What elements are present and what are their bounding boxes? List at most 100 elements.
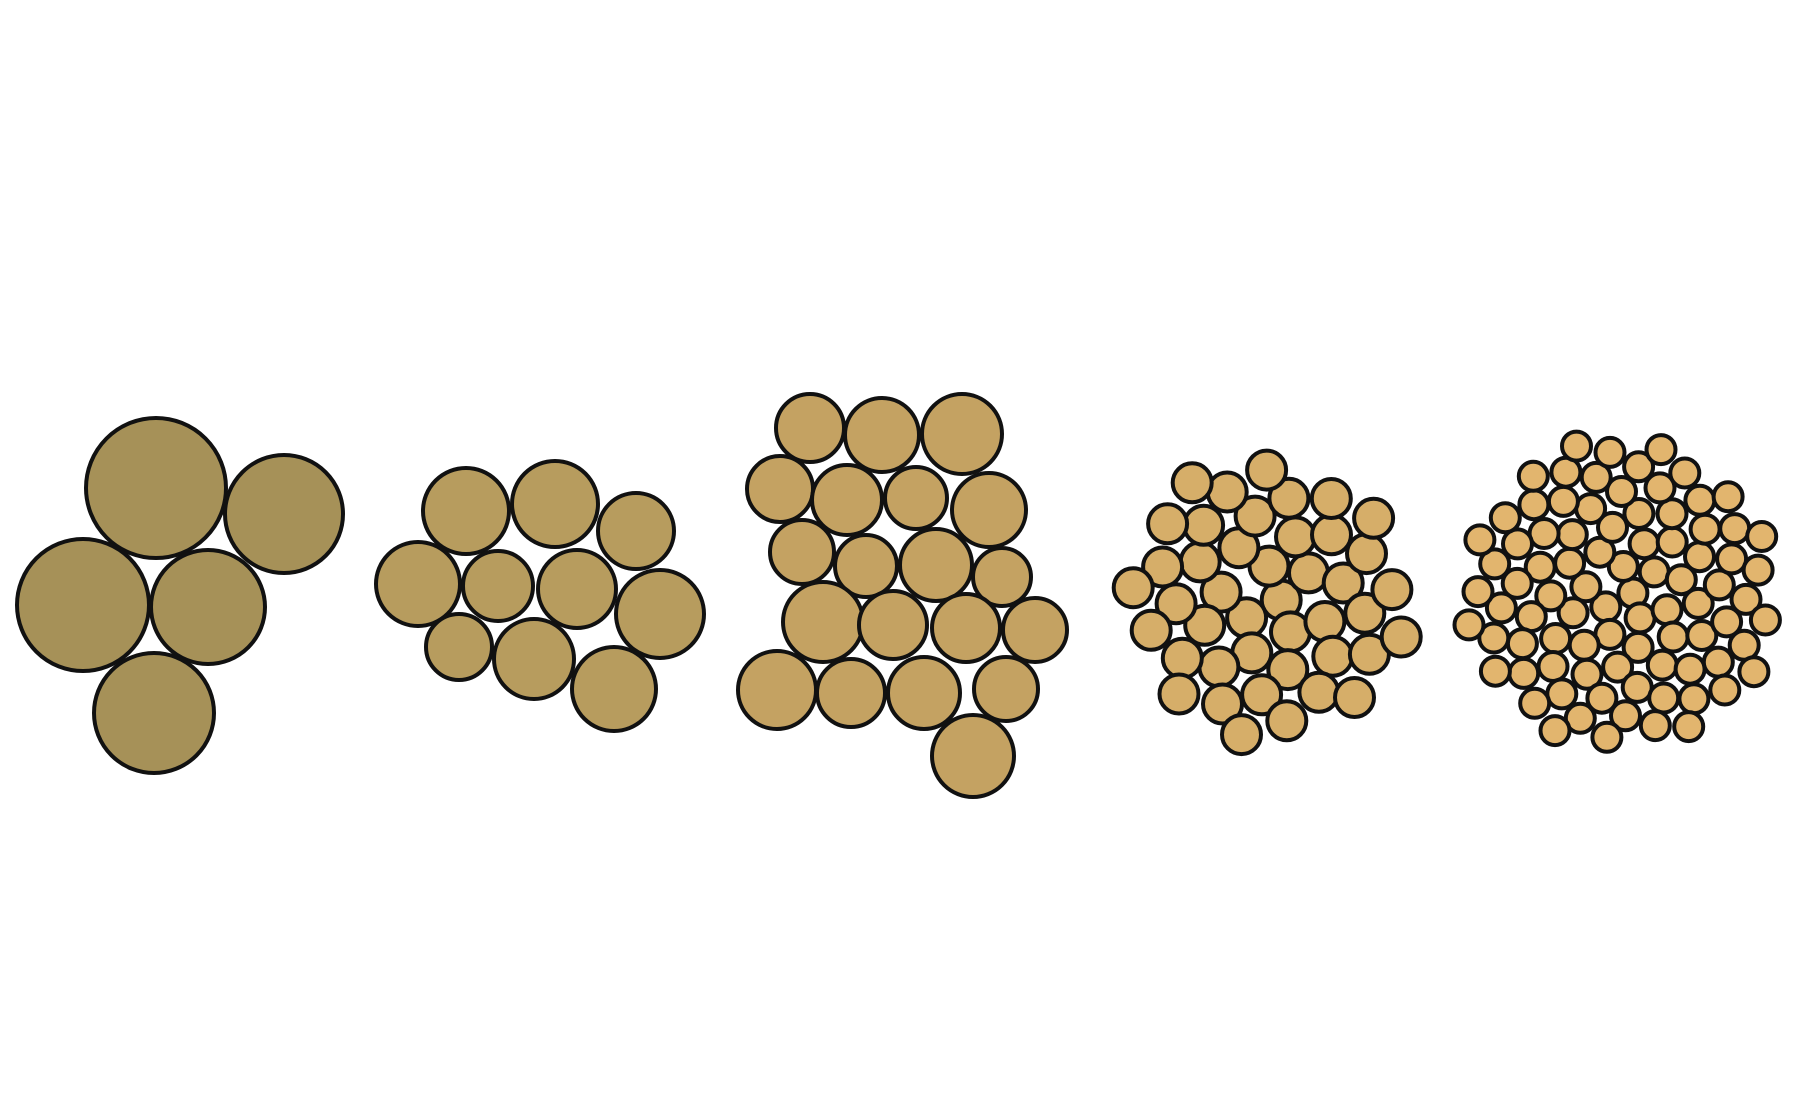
cluster-2 <box>374 459 706 733</box>
cluster-5-circle-71 <box>1593 435 1627 469</box>
cluster-2-circle-2 <box>510 459 600 549</box>
cluster-4-circle-35 <box>1370 568 1414 612</box>
cluster-5-circle-5 <box>1569 570 1603 604</box>
cluster-3-circle-20 <box>930 713 1016 799</box>
cluster-5-circle-79 <box>1644 433 1678 467</box>
cluster-5-circle-83 <box>1538 714 1572 748</box>
cluster-2-circle-10 <box>570 645 658 733</box>
cluster-4-circle-36 <box>1157 672 1201 716</box>
cluster-4-circle-13 <box>1178 540 1222 584</box>
cluster-5-circle-77 <box>1748 603 1782 637</box>
cluster-2-circle-6 <box>536 548 618 630</box>
cluster-5-circle-27 <box>1683 540 1716 574</box>
cluster-1-circle-1 <box>84 416 228 560</box>
cluster-2-circle-9 <box>492 617 576 701</box>
cluster-4-circle-11 <box>1274 515 1317 559</box>
cluster-5 <box>1452 429 1782 754</box>
cluster-5-circle-75 <box>1590 720 1624 754</box>
cluster-5-circle-68 <box>1488 501 1522 535</box>
cluster-4-circle-18 <box>1154 582 1198 626</box>
cluster-5-circle-43 <box>1710 605 1744 639</box>
cluster-4-circle-40 <box>1352 496 1396 540</box>
cluster-5-circle-20 <box>1601 650 1635 684</box>
cluster-3-circle-14 <box>930 592 1002 664</box>
cluster-4-circle-16 <box>1233 494 1277 538</box>
cluster-5-circle-35 <box>1702 568 1736 602</box>
cluster-5-circle-54 <box>1609 699 1642 733</box>
cluster-5-circle-10 <box>1556 596 1590 630</box>
cluster-4-circle-17 <box>1311 634 1355 678</box>
cluster-4-circle-12 <box>1266 648 1310 692</box>
cluster-5-circle-30 <box>1685 619 1719 652</box>
cluster-5-circle-16 <box>1596 510 1629 544</box>
cluster-5-circle-81 <box>1463 523 1497 557</box>
cluster-5-circle-74 <box>1711 480 1745 514</box>
cluster-5-circle-40 <box>1688 512 1722 546</box>
cluster-5-circle-59 <box>1677 682 1711 716</box>
cluster-4-circle-25 <box>1297 670 1341 714</box>
cluster-5-circle-73 <box>1461 575 1495 609</box>
cluster-5-circle-15 <box>1567 628 1601 662</box>
cluster-4-circle-37 <box>1245 448 1289 492</box>
cluster-5-circle-69 <box>1741 553 1775 587</box>
cluster-5-circle-3 <box>1606 550 1640 583</box>
cluster-4-circle-41 <box>1220 713 1263 757</box>
cluster-3-circle-15 <box>1001 596 1069 664</box>
cluster-5-circle-42 <box>1546 484 1580 518</box>
cluster-3-circle-6 <box>883 465 949 531</box>
cluster-4-circle-26 <box>1141 545 1185 589</box>
cluster-3-circle-12 <box>781 580 865 664</box>
cluster-5-circle-78 <box>1478 654 1512 688</box>
cluster-4-circle-42 <box>1170 461 1214 505</box>
cluster-3-circle-8 <box>768 518 836 586</box>
cluster-5-circle-18 <box>1534 579 1568 613</box>
cluster-5-circle-11 <box>1627 527 1661 561</box>
cluster-5-circle-67 <box>1638 709 1672 743</box>
cluster-5-circle-13 <box>1553 546 1587 580</box>
cluster-2-circle-8 <box>424 612 494 682</box>
cluster-4-circle-32 <box>1309 477 1353 520</box>
cluster-5-circle-21 <box>1555 518 1589 552</box>
cluster-3-circle-18 <box>886 655 962 731</box>
cluster-5-circle-22 <box>1681 586 1715 620</box>
cluster-5-circle-24 <box>1622 497 1656 530</box>
cluster-5-circle-6 <box>1637 555 1671 589</box>
cluster-5-circle-58 <box>1622 450 1656 484</box>
cluster-5-circle-17 <box>1656 620 1690 654</box>
cluster-3 <box>736 392 1069 799</box>
cluster-5-circle-72 <box>1708 673 1742 707</box>
cluster-5-circle-45 <box>1643 471 1677 505</box>
cluster-5-circle-26 <box>1523 550 1557 584</box>
cluster-3-circle-7 <box>950 471 1028 549</box>
cluster-1-circle-5 <box>92 651 216 775</box>
cluster-5-circle-84 <box>1560 429 1593 463</box>
cluster-5-circle-85 <box>1737 655 1771 689</box>
cluster-5-circle-14 <box>1664 563 1698 597</box>
cluster-4-circle-34 <box>1146 502 1190 546</box>
cluster-2-circle-1 <box>421 466 511 556</box>
cluster-4-circle-28 <box>1201 682 1244 726</box>
cluster-5-circle-65 <box>1477 621 1511 655</box>
cluster-5-circle-55 <box>1517 488 1551 522</box>
cluster-4-circle-19 <box>1310 513 1353 557</box>
cluster-5-circle-23 <box>1539 622 1573 655</box>
cluster-5-circle-82 <box>1745 520 1779 553</box>
cluster-5-circle-29 <box>1574 492 1608 526</box>
cluster-5-circle-36 <box>1536 650 1570 683</box>
cluster-5-circle-57 <box>1507 656 1541 690</box>
cluster-5-circle-28 <box>1570 657 1604 691</box>
cluster-5-circle-60 <box>1478 547 1512 581</box>
cluster-1-circle-2 <box>223 453 345 575</box>
cluster-5-circle-4 <box>1623 601 1657 635</box>
cluster-3-circle-11 <box>971 546 1033 608</box>
cluster-3-circle-13 <box>857 589 929 661</box>
cluster-4-circle-15 <box>1197 645 1241 689</box>
cluster-4-circle-27 <box>1345 532 1388 576</box>
cluster-5-circle-80 <box>1672 710 1706 744</box>
cluster-5-circle-52 <box>1484 591 1518 625</box>
cluster-5-circle-25 <box>1645 648 1679 682</box>
cluster-4-circle-21 <box>1182 503 1226 547</box>
cluster-4-circle-43 <box>1379 615 1423 659</box>
cluster-5-circle-70 <box>1518 686 1552 720</box>
cluster-3-circle-16 <box>736 649 818 731</box>
